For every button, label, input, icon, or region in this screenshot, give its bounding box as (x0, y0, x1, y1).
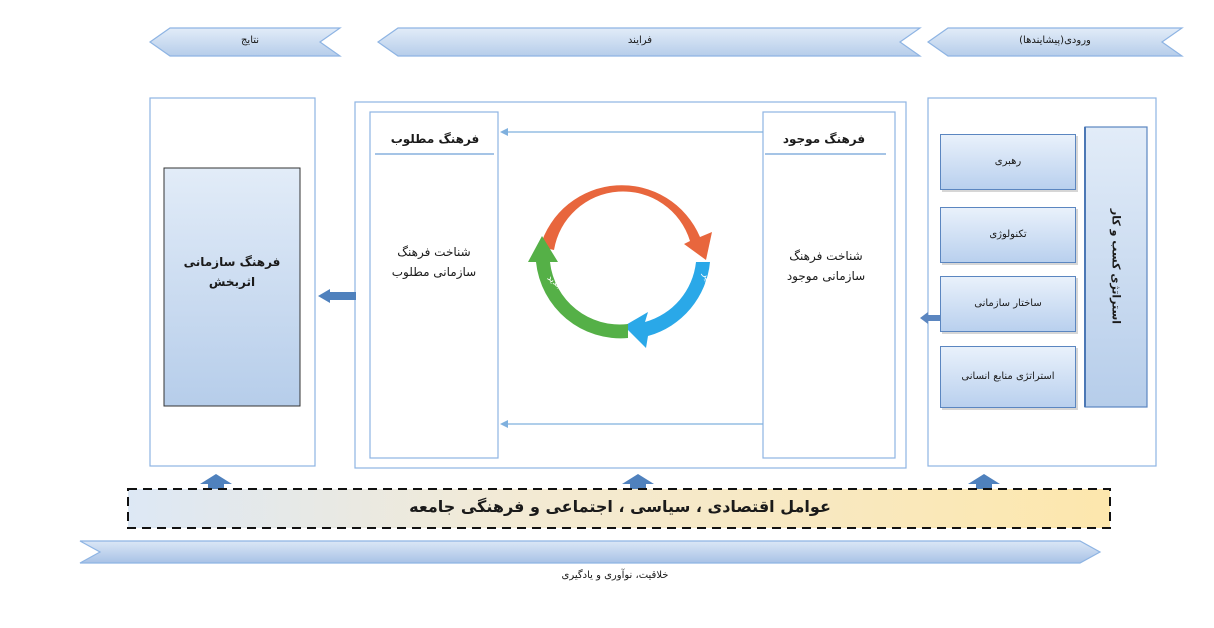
process-header-arrow (376, 27, 922, 57)
current-culture-title: فرهنگ موجود (782, 132, 866, 146)
effective-culture-box (163, 167, 301, 407)
effective-culture-label: فرهنگ سازمانی اثربخش (183, 255, 281, 289)
org-structure-box: ساختار سازمانی (940, 276, 1076, 332)
current-culture-body: شناخت فرهنگ سازمانی موجود (786, 249, 866, 283)
factors-up-arrow-process (622, 474, 654, 490)
process-header-label: فرایند (627, 35, 653, 46)
inputs-header-arrow (926, 27, 1184, 57)
desired-culture-body: شناخت فرهنگ سازمانی مطلوب (391, 245, 477, 279)
business-strategy-label: استراتژی کسب و کار (1109, 208, 1123, 325)
inputs-to-process-arrow (920, 312, 940, 324)
inputs-header-label: ورودی(پیشایندها) (1019, 35, 1091, 46)
results-header-arrow (148, 27, 342, 57)
factors-up-arrow-inputs (968, 474, 1000, 490)
desired-culture-title: فرهنگ مطلوب (390, 132, 480, 146)
cycle-unfreeze-arc (540, 185, 712, 260)
change-cycle (528, 185, 712, 348)
societal-factors-label: عوامل اقتصادی ، سیاسی ، اجتماعی و فرهنگی… (409, 497, 831, 516)
leadership-box: رهبری (940, 134, 1076, 190)
current-culture-box (762, 111, 896, 459)
cycle-change-arc (624, 262, 710, 348)
results-header-label: نتایج (240, 35, 260, 46)
creativity-label: خلاقیت، نوآوری و یادگیری (561, 570, 669, 581)
cycle-refreeze-arc (528, 236, 628, 339)
hr-strategy-box: استراتژی منابع انسانی (940, 346, 1076, 408)
societal-factors-box (127, 488, 1111, 529)
creativity-arrow (79, 540, 1102, 564)
process-to-results-arrow (318, 289, 356, 303)
business-strategy-box (1084, 126, 1148, 408)
technology-box: تکنولوژی (940, 207, 1076, 263)
desired-culture-box (369, 111, 499, 459)
factors-up-arrow-results (200, 474, 232, 490)
